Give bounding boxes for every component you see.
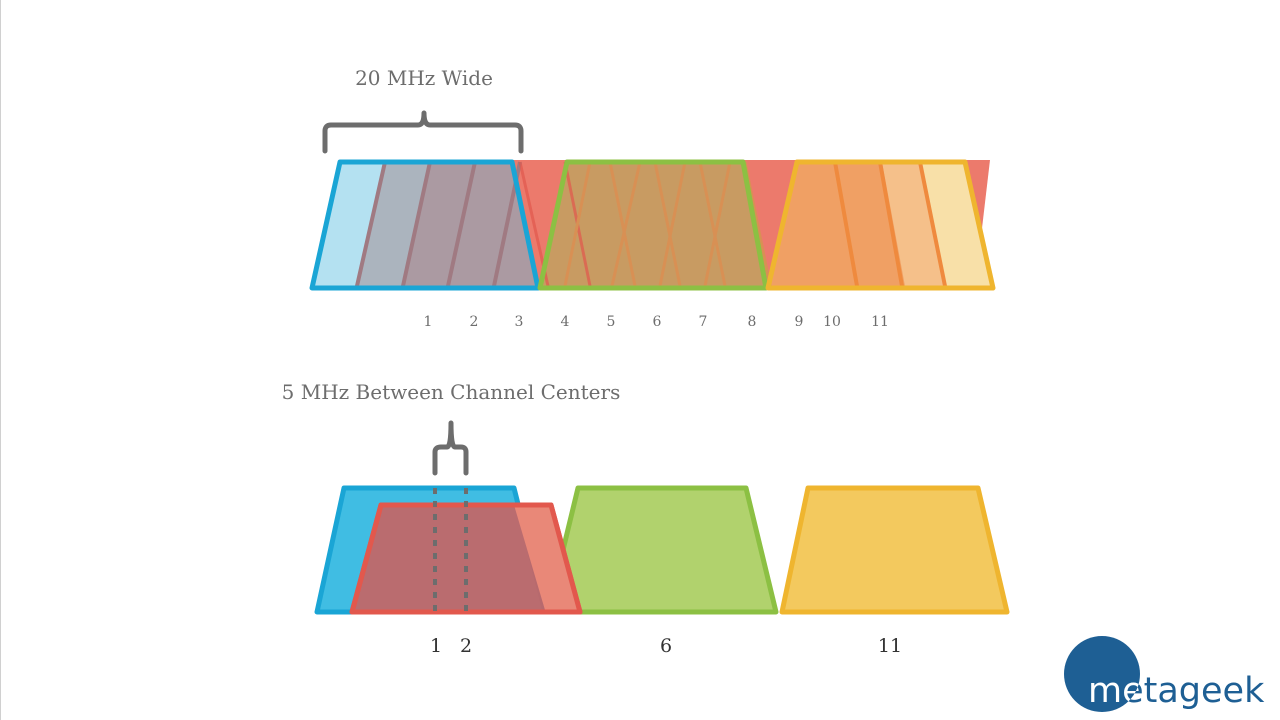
- channel-number: 7: [699, 314, 708, 330]
- channel-edges-orange: [833, 161, 947, 287]
- left-border: [0, 0, 1, 720]
- separate-channels: [314, 485, 1010, 618]
- spacing-label: 5 MHz Between Channel Centers: [282, 380, 621, 404]
- channel-11-lightest: [920, 162, 990, 286]
- channel-2-right-outline: [349, 502, 583, 615]
- channel-number: 6: [653, 314, 662, 330]
- channel-11-block: [779, 485, 1010, 615]
- width-bracket: [322, 110, 524, 154]
- channel-number: 5: [607, 314, 616, 330]
- width-label: 20 MHz Wide: [355, 66, 493, 90]
- channel-number: 8: [748, 314, 757, 330]
- metageek-logo: metageek metageek: [1064, 636, 1265, 712]
- channel-number: 11: [871, 314, 889, 330]
- channel-11-outline: [765, 159, 996, 291]
- channel-number: 1: [430, 635, 442, 657]
- channel-1-light: [312, 162, 385, 286]
- top-channel-numbers: 1 2 3 4 5 6 7 8 9 10 11: [424, 314, 889, 330]
- channel-number: 9: [795, 314, 804, 330]
- bottom-channel-numbers: 1 2 6 11: [430, 635, 902, 657]
- channel-number: 11: [878, 635, 902, 657]
- channel-1-overlap-light: [357, 162, 430, 286]
- channel-number: 2: [460, 635, 472, 657]
- channel-number: 2: [470, 314, 479, 330]
- channel-number: 10: [823, 314, 841, 330]
- channel-2-right-overlap: [514, 505, 580, 610]
- logo-circle: [1064, 636, 1140, 712]
- channel-6-block: [545, 485, 779, 615]
- channel-6-area: [540, 162, 766, 286]
- channel-number: 1: [424, 314, 433, 330]
- logo-text: metageek: [1088, 671, 1265, 711]
- channel-number: 3: [515, 314, 524, 330]
- channel-number: 6: [660, 635, 672, 657]
- channel-number: 4: [561, 314, 570, 330]
- overlapping-channels: [309, 159, 996, 291]
- spacing-bracket: [432, 420, 469, 476]
